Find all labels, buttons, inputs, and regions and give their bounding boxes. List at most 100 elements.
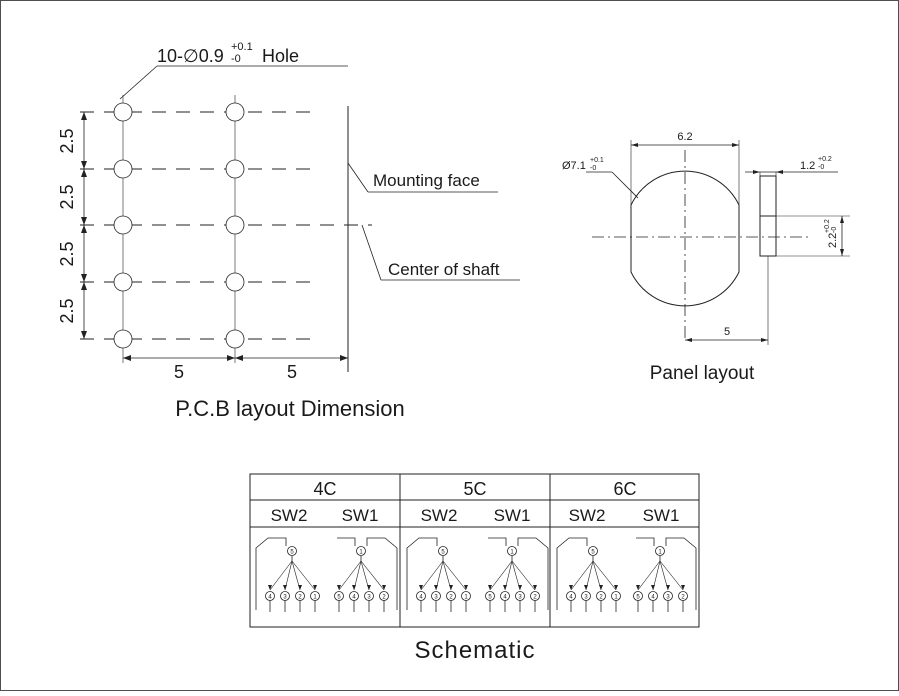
sw1-schematic-4c: 1 5 4 3 2 (334, 537, 398, 612)
wiper-line (592, 560, 617, 591)
contact-pin (431, 591, 441, 601)
switch-frame (556, 537, 588, 610)
panel-slot-width-label: 1.2 (800, 160, 815, 172)
pcb-hole (113, 272, 133, 292)
contact-pin-label: 4 (503, 595, 507, 601)
pcb-hole (225, 215, 245, 235)
panel-slot-width-tol-minus: -0 (818, 164, 824, 171)
wiper-line (442, 560, 467, 591)
wiper-line (659, 560, 684, 591)
wiper-line (269, 560, 293, 591)
panel-slot-height-tol-minus: -0 (831, 227, 838, 233)
hole-tol-minus: -0 (231, 53, 241, 65)
group-6c: 6C (613, 479, 636, 499)
panel-diameter-tol-plus: +0.1 (590, 157, 604, 164)
panel-diameter-tol-minus: -0 (590, 165, 596, 172)
wiper-arrow (298, 585, 302, 590)
wiper-arrow (503, 585, 507, 590)
common-pin-label: 5 (591, 550, 595, 556)
wiper-line (570, 560, 594, 591)
pcb-title: P.C.B layout Dimension (175, 396, 405, 421)
pcb-hole (225, 102, 245, 122)
switch-frame (517, 537, 549, 610)
pitch-h-1: 5 (174, 362, 184, 382)
pitch-v-2: 2.5 (57, 184, 77, 209)
wiper-line (420, 560, 444, 591)
contact-pin-label: 4 (268, 595, 272, 601)
panel-diameter-leader (611, 171, 639, 199)
contact-pin-label: 3 (367, 595, 371, 601)
common-pin (438, 546, 448, 556)
contact-pin (596, 591, 606, 601)
panel-slot-height-tol-plus: +0.2 (824, 219, 831, 233)
wiper-arrow (614, 585, 618, 590)
group-4c: 4C (313, 479, 336, 499)
contact-pin (265, 591, 275, 601)
mounting-face-leader (347, 162, 369, 193)
panel-slot-width-tol-plus: +0.2 (818, 156, 832, 163)
sw2-label-4c: SW2 (271, 506, 308, 525)
switch-frame (366, 537, 398, 610)
panel-d-hole (630, 170, 740, 307)
contact-pin (310, 591, 320, 601)
pitch-h-2: 5 (287, 362, 297, 382)
pcb-hole (225, 159, 245, 179)
wiper-arrow (419, 585, 423, 590)
switch-frame-stub (636, 537, 655, 546)
sw2-label-6c: SW2 (569, 506, 606, 525)
wiper-arrow (382, 585, 386, 590)
wiper-line (360, 560, 385, 591)
contact-pin-label: 3 (283, 595, 287, 601)
common-pin (507, 546, 517, 556)
contact-pin (581, 591, 591, 601)
pitch-v-1: 2.5 (57, 128, 77, 153)
sw1-label-6c: SW1 (643, 506, 680, 525)
common-pin (356, 546, 366, 556)
contact-pin-label: 1 (614, 595, 618, 601)
pcb-hole (113, 159, 133, 179)
wiper-arrow (569, 585, 573, 590)
wiper-line (511, 560, 536, 591)
switch-frame-stub (488, 537, 507, 546)
panel-offset-label: 5 (724, 326, 730, 338)
contact-pin-label: 3 (666, 595, 670, 601)
contact-pin (485, 591, 495, 601)
sw1-label-4c: SW1 (342, 506, 379, 525)
switch-frame-stub (337, 537, 356, 546)
pcb-hole (113, 329, 133, 349)
wiper-arrow (636, 585, 640, 590)
contact-pin-label: 5 (337, 595, 341, 601)
contact-pin-label: 5 (636, 595, 640, 601)
contact-pin (280, 591, 290, 601)
wiper-arrow (268, 585, 272, 590)
contact-pin-label: 1 (313, 595, 317, 601)
wiper-arrow (599, 585, 603, 590)
wiper-arrow (367, 585, 371, 590)
contact-pin-label: 2 (681, 595, 685, 601)
contact-pin (566, 591, 576, 601)
horizontal-dimension (123, 355, 348, 361)
common-pin-label: 5 (290, 550, 294, 556)
wiper-line (637, 560, 661, 591)
common-pin-label: 5 (441, 550, 445, 556)
contact-pin (611, 591, 621, 601)
switch-frame (406, 537, 438, 610)
sw2-schematic-4c: 5 4 3 2 1 (255, 537, 320, 612)
contact-pin-label: 4 (352, 595, 356, 601)
contact-pin-label: 2 (382, 595, 386, 601)
wiper-arrow (283, 585, 287, 590)
contact-pin-label: 4 (651, 595, 655, 601)
group-5c: 5C (463, 479, 486, 499)
common-pin-label: 1 (359, 550, 363, 556)
hole-leader (119, 65, 158, 100)
pitch-v-4: 2.5 (57, 298, 77, 323)
schematic-title: Schematic (414, 637, 535, 664)
contact-pin (633, 591, 643, 601)
contact-pin-label: 2 (298, 595, 302, 601)
